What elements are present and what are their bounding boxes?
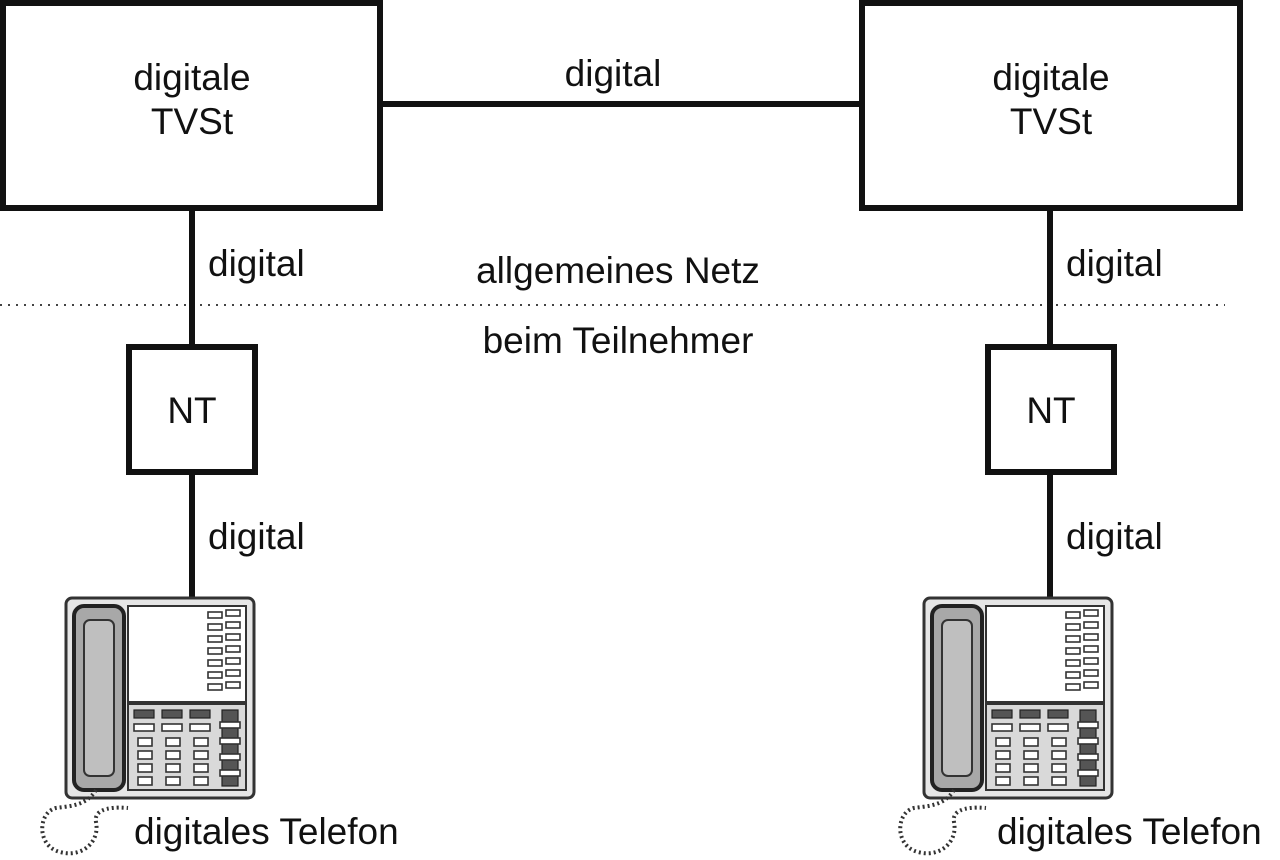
phone-right-label: digitales Telefon — [997, 811, 1262, 852]
right-lower-link-label: digital — [1066, 516, 1163, 557]
exchange-right: digitale TVSt — [859, 0, 1243, 211]
zone-lower-label: beim Teilnehmer — [483, 320, 754, 361]
exchange-right-line2: TVSt — [1010, 101, 1093, 142]
zone-upper-label: allgemeines Netz — [476, 250, 760, 291]
phone-left-label: digitales Telefon — [134, 811, 399, 852]
digital-phone-icon — [922, 596, 1114, 800]
trunk-label: digital — [565, 53, 662, 94]
nt-right: NT — [985, 344, 1117, 475]
exchange-right-line1: digitale — [992, 57, 1109, 98]
nt-right-label: NT — [1026, 390, 1075, 431]
exchange-left: digitale TVSt — [0, 0, 383, 211]
right-upper-link-label: digital — [1066, 243, 1163, 284]
exchange-left-line2: TVSt — [151, 101, 234, 142]
left-upper-link-label: digital — [208, 243, 305, 284]
digital-phone-icon — [64, 596, 256, 800]
left-lower-link-label: digital — [208, 516, 305, 557]
nt-left-label: NT — [167, 390, 216, 431]
exchange-left-line1: digitale — [133, 57, 250, 98]
nt-left: NT — [126, 344, 258, 475]
